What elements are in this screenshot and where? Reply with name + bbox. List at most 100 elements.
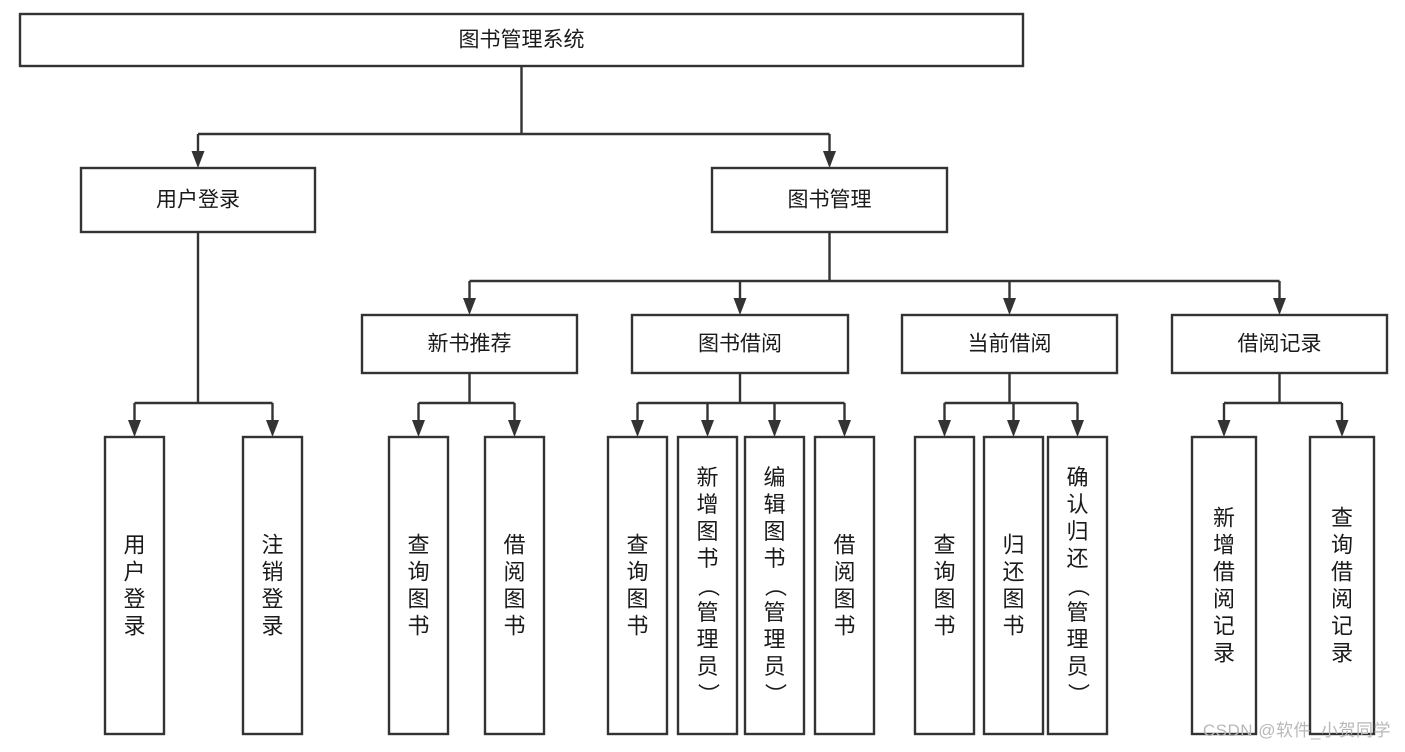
svg-text:借: 借 bbox=[1213, 560, 1235, 585]
node-box bbox=[483, 435, 546, 736]
node-label: 借阅记录 bbox=[1238, 333, 1322, 356]
svg-text:用: 用 bbox=[123, 533, 145, 558]
svg-text:户: 户 bbox=[123, 560, 145, 585]
svg-text:还: 还 bbox=[1002, 560, 1024, 585]
node-box bbox=[1170, 313, 1389, 375]
arrow-head-icon bbox=[1071, 420, 1084, 437]
arrow-head-icon bbox=[191, 151, 205, 168]
svg-text:员: 员 bbox=[763, 654, 785, 679]
node-label: 图书管理系统 bbox=[459, 29, 585, 52]
arrow-head-icon bbox=[1273, 298, 1286, 315]
svg-text:认: 认 bbox=[1066, 492, 1088, 517]
arrow-head-icon bbox=[631, 420, 644, 437]
svg-text:书: 书 bbox=[833, 614, 855, 639]
node-box bbox=[360, 313, 579, 375]
svg-text:）: ） bbox=[1066, 683, 1091, 705]
node-borrow-record[interactable]: 借阅记录 bbox=[1170, 313, 1389, 375]
svg-text:员: 员 bbox=[1066, 654, 1088, 679]
svg-text:图: 图 bbox=[933, 587, 955, 612]
svg-text:书: 书 bbox=[696, 546, 718, 571]
arrow-head-icon bbox=[128, 420, 141, 437]
svg-text:询: 询 bbox=[407, 560, 429, 585]
edge-group-user-login bbox=[128, 232, 279, 437]
node-label: 图书管理 bbox=[788, 189, 872, 212]
svg-text:查: 查 bbox=[407, 533, 429, 558]
svg-text:询: 询 bbox=[1331, 533, 1353, 558]
edge-group-book-borrow bbox=[631, 373, 851, 437]
node-label: 用户登录 bbox=[123, 533, 145, 639]
svg-text:图: 图 bbox=[696, 519, 718, 544]
svg-text:图: 图 bbox=[503, 587, 525, 612]
svg-text:录: 录 bbox=[1213, 641, 1235, 666]
svg-text:查: 查 bbox=[933, 533, 955, 558]
node-box bbox=[606, 435, 669, 736]
svg-text:阅: 阅 bbox=[833, 560, 855, 585]
node-label: 用户登录 bbox=[156, 189, 240, 212]
arrow-head-icon bbox=[508, 420, 521, 437]
svg-text:管: 管 bbox=[696, 600, 718, 625]
svg-text:编: 编 bbox=[763, 465, 785, 490]
edge-group-book-manage bbox=[463, 232, 1286, 315]
edge-group-new-book-recommend bbox=[412, 373, 521, 437]
svg-text:登: 登 bbox=[261, 587, 283, 612]
svg-text:理: 理 bbox=[763, 627, 785, 652]
node-label: 新书推荐 bbox=[428, 333, 512, 356]
svg-text:图: 图 bbox=[407, 587, 429, 612]
svg-text:图: 图 bbox=[626, 587, 648, 612]
svg-text:借: 借 bbox=[1331, 560, 1353, 585]
svg-text:（: （ bbox=[696, 575, 721, 597]
svg-text:新: 新 bbox=[1213, 506, 1235, 531]
svg-text:书: 书 bbox=[763, 546, 785, 571]
svg-text:确: 确 bbox=[1066, 465, 1088, 490]
svg-text:查: 查 bbox=[1331, 506, 1353, 531]
arrow-head-icon bbox=[463, 298, 476, 315]
edge-group-borrow-record bbox=[1217, 373, 1349, 437]
svg-text:记: 记 bbox=[1331, 614, 1353, 639]
svg-text:借: 借 bbox=[833, 533, 855, 558]
node-new-book-recommend[interactable]: 新书推荐 bbox=[360, 313, 579, 375]
node-label: 图书借阅 bbox=[698, 333, 782, 356]
node-box bbox=[743, 435, 806, 736]
node-leaf-user-login[interactable]: 用户登录 bbox=[103, 435, 166, 736]
node-book-manage[interactable]: 图书管理 bbox=[710, 166, 949, 234]
node-current-borrow[interactable]: 当前借阅 bbox=[900, 313, 1119, 375]
node-box bbox=[900, 313, 1119, 375]
node-box bbox=[1190, 435, 1258, 736]
node-user-login[interactable]: 用户登录 bbox=[79, 166, 317, 234]
svg-text:还: 还 bbox=[1066, 546, 1088, 571]
node-box bbox=[1046, 435, 1109, 736]
node-box bbox=[913, 435, 976, 736]
svg-text:图: 图 bbox=[1002, 587, 1024, 612]
svg-text:查: 查 bbox=[626, 533, 648, 558]
arrow-head-icon bbox=[733, 298, 747, 315]
svg-text:（: （ bbox=[1066, 575, 1091, 597]
node-book-borrow[interactable]: 图书借阅 bbox=[630, 313, 850, 375]
svg-text:增: 增 bbox=[696, 492, 718, 517]
edges-layer bbox=[128, 66, 1349, 437]
arrow-head-icon bbox=[701, 420, 714, 437]
svg-text:（: （ bbox=[763, 575, 788, 597]
svg-text:图: 图 bbox=[833, 587, 855, 612]
node-root[interactable]: 图书管理系统 bbox=[18, 12, 1025, 68]
arrow-head-icon bbox=[1007, 420, 1020, 437]
svg-text:书: 书 bbox=[503, 614, 525, 639]
svg-text:辑: 辑 bbox=[763, 492, 785, 517]
arrow-head-icon bbox=[1003, 298, 1016, 315]
